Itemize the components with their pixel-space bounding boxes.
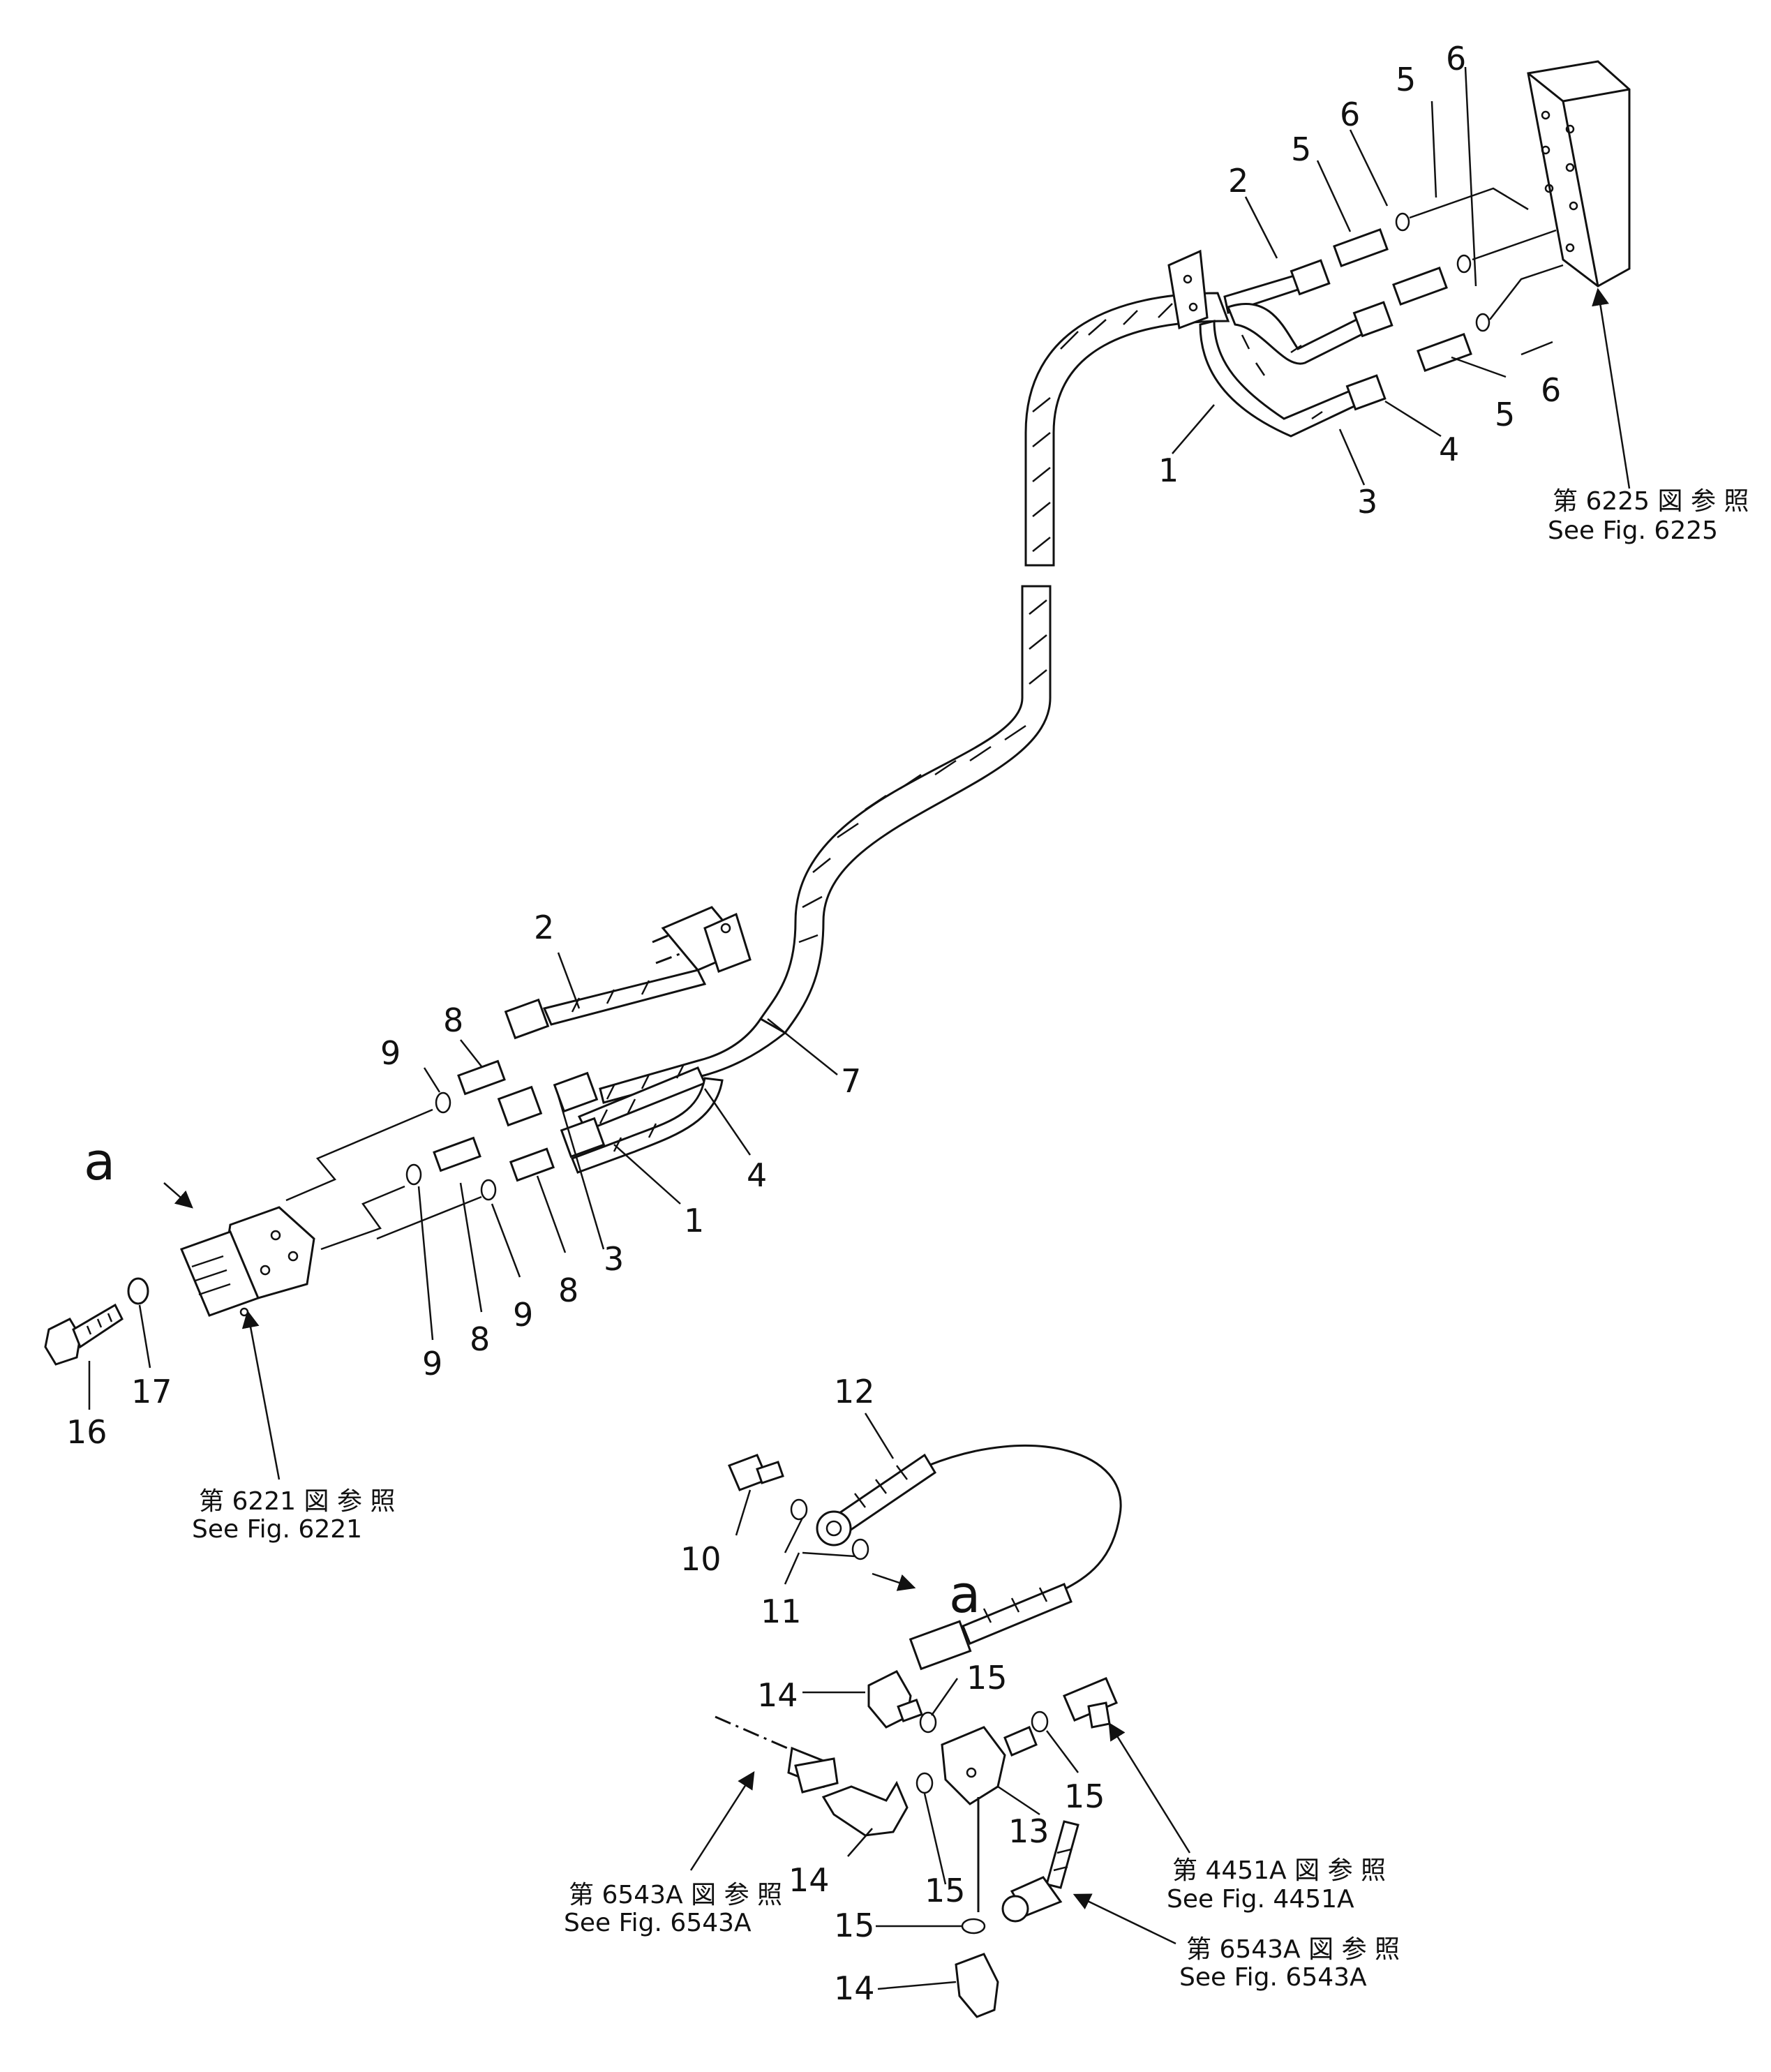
lower-adapters — [285, 1059, 555, 1251]
label-a-upper: a — [84, 1132, 115, 1192]
label-15-a: 15 — [966, 1659, 1008, 1697]
label-14-bottom: 14 — [834, 1969, 875, 2007]
o-ring-15d — [961, 1918, 986, 1935]
label-9-lower-c: 9 — [422, 1345, 442, 1382]
label-5-upper-b: 5 — [1396, 61, 1416, 98]
label-16: 16 — [66, 1413, 107, 1451]
callout-labels: 1 2 5 6 5 6 6 5 4 3 2 8 9 7 4 1 3 8 9 8 … — [66, 40, 1561, 2007]
label-9-lower-a: 9 — [380, 1034, 401, 1072]
label-6-upper-a: 6 — [1340, 96, 1360, 133]
label-4-upper: 4 — [1439, 431, 1459, 468]
ref-6543a-left-en: See Fig. 6543A — [564, 1909, 752, 1937]
ref-6543a-right-jp: 第 6543A 図 参 照 — [1186, 1935, 1400, 1964]
label-1-lower: 1 — [684, 1202, 704, 1239]
ref-6225-en: See Fig. 6225 — [1548, 516, 1718, 545]
elbow-14-top — [867, 1670, 923, 1729]
label-6-upper-b: 6 — [1446, 40, 1466, 77]
label-8-lower-b: 8 — [558, 1272, 578, 1309]
o-ring-15b — [1031, 1710, 1049, 1733]
o-ring-15c — [916, 1772, 934, 1794]
washer-17 — [127, 1277, 149, 1305]
hose-12-loop — [816, 1445, 1122, 1671]
pipe-6543a-right — [1001, 1820, 1079, 1923]
ref-4451a-en: See Fig. 4451A — [1167, 1885, 1354, 1914]
o-ring-15a — [919, 1711, 937, 1734]
elbow-14-bottom — [955, 1953, 999, 2018]
label-15-c: 15 — [925, 1872, 966, 1909]
elbow-14-mid — [821, 1780, 909, 1837]
references: 第 6225 図 参 照 See Fig. 6225 第 6221 図 参 照 … — [192, 487, 1749, 1992]
label-13: 13 — [1008, 1812, 1049, 1850]
label-17: 17 — [131, 1373, 172, 1410]
ref-6543a-left-jp: 第 6543A 図 参 照 — [569, 1881, 782, 1909]
tee-13 — [941, 1726, 1038, 1805]
upper-branch-hoses — [1199, 259, 1393, 438]
label-11: 11 — [761, 1593, 802, 1630]
ref-4451a-jp: 第 4451A 図 参 照 — [1172, 1856, 1386, 1885]
ref-6543a-right-en: See Fig. 6543A — [1179, 1963, 1367, 1992]
label-4-lower: 4 — [747, 1156, 767, 1194]
label-2-lower: 2 — [534, 909, 554, 946]
o-ring-11a — [790, 1498, 808, 1521]
valve-block-6221 — [180, 1206, 315, 1317]
ref-6221-en: See Fig. 6221 — [192, 1515, 362, 1544]
fitting-4451a — [1063, 1677, 1118, 1729]
label-15-d: 15 — [834, 1907, 875, 1944]
label-7: 7 — [841, 1062, 861, 1100]
label-a-lower: a — [949, 1565, 980, 1625]
label-5-upper-a: 5 — [1291, 131, 1311, 168]
upper-adapters — [1333, 187, 1564, 372]
label-14-top: 14 — [757, 1676, 798, 1714]
label-2-upper: 2 — [1228, 162, 1248, 200]
mounting-block-6225 — [1527, 60, 1631, 288]
label-8-lower-a: 8 — [443, 1001, 463, 1039]
bolt-16 — [44, 1303, 124, 1366]
o-ring-11b — [851, 1538, 869, 1560]
hose-bundle-lower — [497, 906, 787, 1174]
clamp-upper — [1167, 249, 1209, 330]
label-6-upper-c: 6 — [1541, 371, 1561, 409]
label-1-upper: 1 — [1158, 452, 1179, 489]
label-3-upper: 3 — [1357, 483, 1377, 521]
label-10: 10 — [680, 1540, 722, 1578]
label-12: 12 — [834, 1373, 875, 1410]
ref-6221-jp: 第 6221 図 参 照 — [199, 1487, 395, 1516]
label-8-lower-c: 8 — [470, 1320, 490, 1358]
label-3-lower: 3 — [604, 1240, 624, 1278]
label-5-upper-c: 5 — [1495, 396, 1515, 433]
label-9-lower-b: 9 — [513, 1296, 533, 1334]
label-14-mid: 14 — [789, 1861, 830, 1899]
adapter-10 — [728, 1454, 784, 1491]
leader-lines — [88, 66, 1631, 1990]
ref-6225-jp: 第 6225 図 参 照 — [1553, 487, 1749, 516]
pipe-6543a-left — [715, 1715, 839, 1794]
hose-bundle-upper — [759, 292, 1230, 1034]
label-15-b: 15 — [1064, 1777, 1105, 1815]
